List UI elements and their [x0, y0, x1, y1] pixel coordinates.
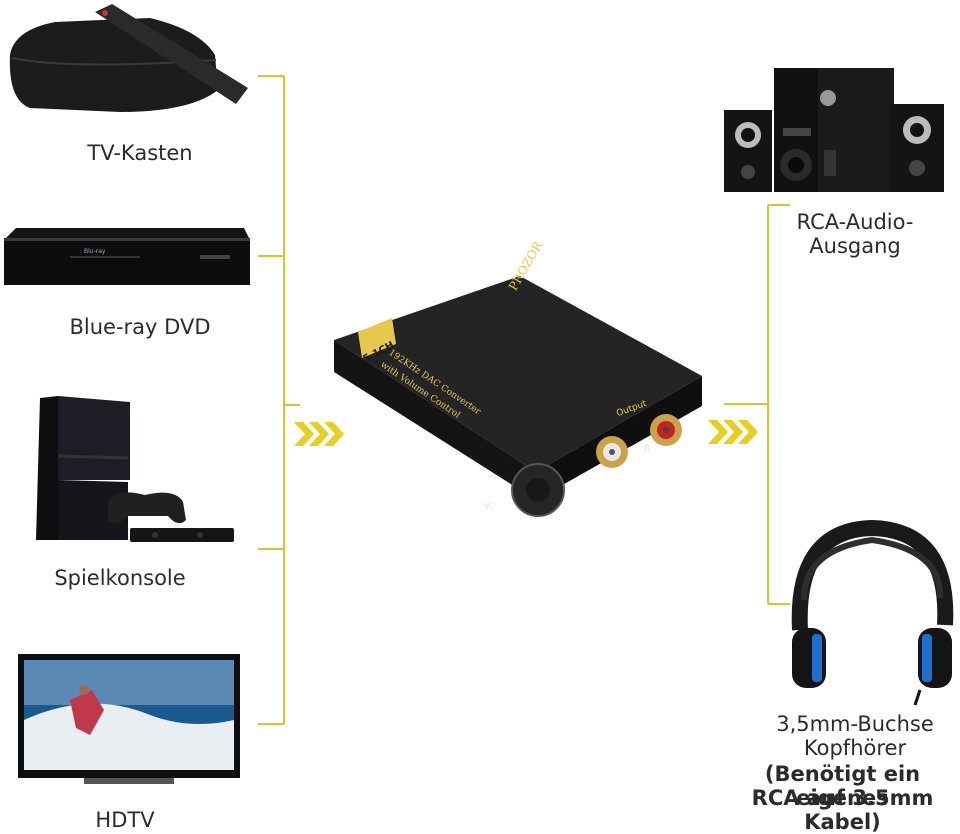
left-arrows-icon: [294, 422, 344, 446]
source-label-console: Spielkonsole: [54, 566, 186, 590]
dac-converter-device: [334, 276, 702, 517]
output-label-rca-line1: RCA-Audio-: [796, 210, 914, 234]
right-arrows-icon: [708, 420, 758, 444]
game-console-icon: [36, 396, 234, 542]
device-r-label: R: [644, 444, 651, 454]
right-connector-lines: [724, 204, 790, 605]
bluray-player-icon: Blu-ray: [4, 228, 250, 285]
source-label-hdtv: HDTV: [95, 808, 155, 832]
svg-text:Blu-ray: Blu-ray: [84, 248, 106, 255]
output-label-headphones-line1: 3,5mm-Buchse: [776, 712, 934, 736]
badge-5-1ch: [358, 318, 396, 358]
left-connector-lines: [258, 75, 300, 725]
output-label-rca-line2: Ausgang: [809, 234, 901, 258]
tv-box-icon: [9, 4, 248, 112]
output-label-headphones-line2: Kopfhörer: [803, 736, 907, 760]
source-label-tv-box: TV-Kasten: [87, 141, 193, 165]
device-v-label: V-: [484, 502, 493, 512]
hdtv-icon: [18, 654, 240, 784]
output-note-line1: (Benötigt ein eigenes: [764, 762, 921, 810]
speaker-system-icon: [724, 68, 944, 192]
source-label-bluray: Blue-ray DVD: [69, 315, 211, 339]
output-note-line2: RCA auf 3.5mm Kabel): [751, 786, 934, 834]
headphones-icon: [791, 519, 954, 706]
